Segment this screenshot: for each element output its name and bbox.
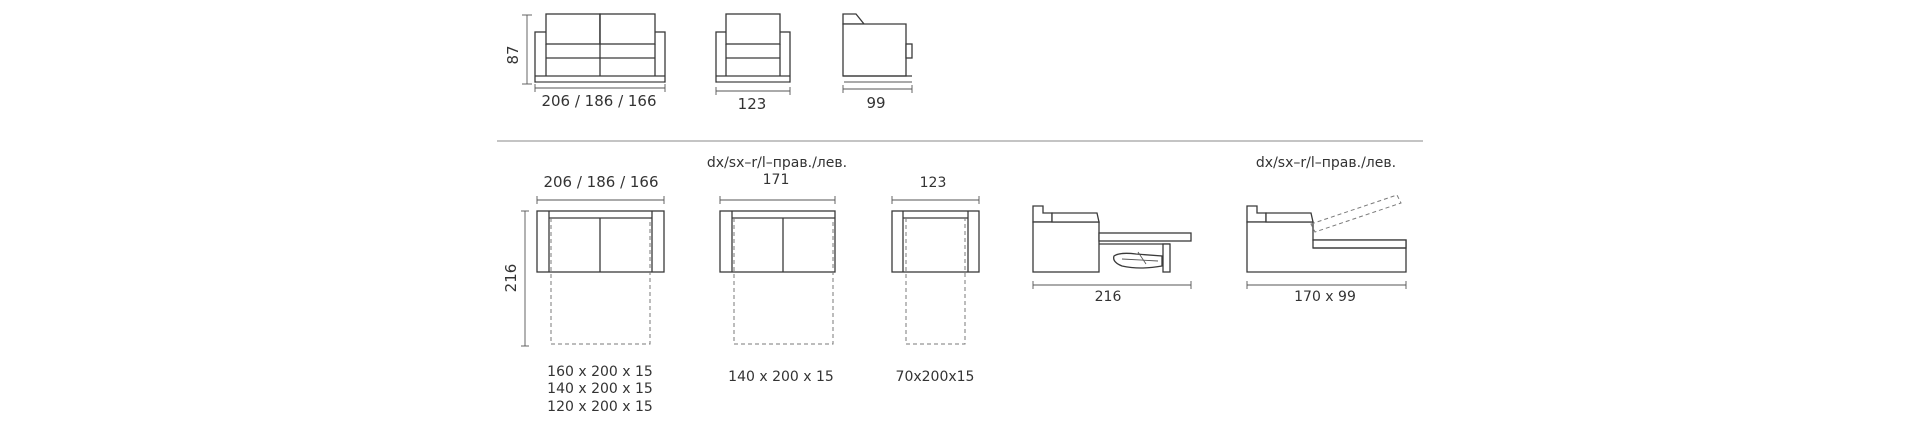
chaise-orientation-label: dx/sx–r/l–прав./лев.	[1256, 155, 1396, 171]
armchair-plan-width-dimension: 123	[891, 175, 980, 204]
sofa-plan-view	[536, 210, 665, 345]
corner-width-label: 171	[763, 172, 790, 188]
sofa-width-dimension: 206 / 186 / 166	[534, 84, 666, 110]
sofa-mattress-sizes: 160 x 200 x 15 140 x 200 x 15 120 x 200 …	[547, 364, 653, 415]
armchair-width-label: 123	[738, 95, 767, 113]
sofa-plan-length-label: 216	[502, 264, 520, 293]
armchair-width-dimension: 123	[715, 87, 791, 113]
sofa-height-label: 87	[504, 45, 522, 64]
corner-mattress-size: 140 x 200 x 15	[728, 369, 834, 385]
corner-orientation-label: dx/sx–r/l–прав./лев.	[707, 155, 847, 171]
corner-width-dimension	[719, 196, 836, 204]
corner-sofa-plan-view	[719, 210, 836, 345]
armchair-mattress-size: 70x200x15	[896, 369, 975, 385]
sofa-mattress-size-1: 160 x 200 x 15	[547, 364, 653, 380]
sofa-bed-length-label: 216	[1095, 289, 1122, 305]
side-depth-label: 99	[866, 94, 885, 112]
sofa-mattress-size-3: 120 x 200 x 15	[547, 399, 653, 415]
chaise-size-dimension: 170 x 99	[1246, 281, 1407, 305]
sofa-height-dimension: 87	[504, 14, 532, 85]
armchair-plan-view	[891, 210, 980, 345]
side-depth-dimension: 99	[842, 85, 913, 112]
sofa-bed-length-dimension: 216	[1032, 281, 1192, 305]
armchair-front-view	[715, 13, 791, 83]
sofa-mattress-size-2: 140 x 200 x 15	[547, 381, 653, 397]
sofa-width-label: 206 / 186 / 166	[541, 92, 656, 110]
corner-orientation-note: dx/sx–r/l–прав./лев. 171	[707, 155, 847, 188]
side-view	[842, 13, 913, 83]
sofa-plan-length-dimension: 216	[502, 210, 529, 347]
sofa-front-view	[534, 13, 666, 83]
sofa-plan-width-label: 206 / 186 / 166	[543, 173, 658, 191]
chaise-size-label: 170 x 99	[1294, 289, 1356, 305]
chaise-side-view	[1246, 194, 1407, 273]
sofa-plan-width-dimension: 206 / 186 / 166	[536, 173, 665, 204]
armchair-plan-width-label: 123	[920, 175, 947, 191]
sofa-bed-side-view	[1032, 205, 1192, 273]
